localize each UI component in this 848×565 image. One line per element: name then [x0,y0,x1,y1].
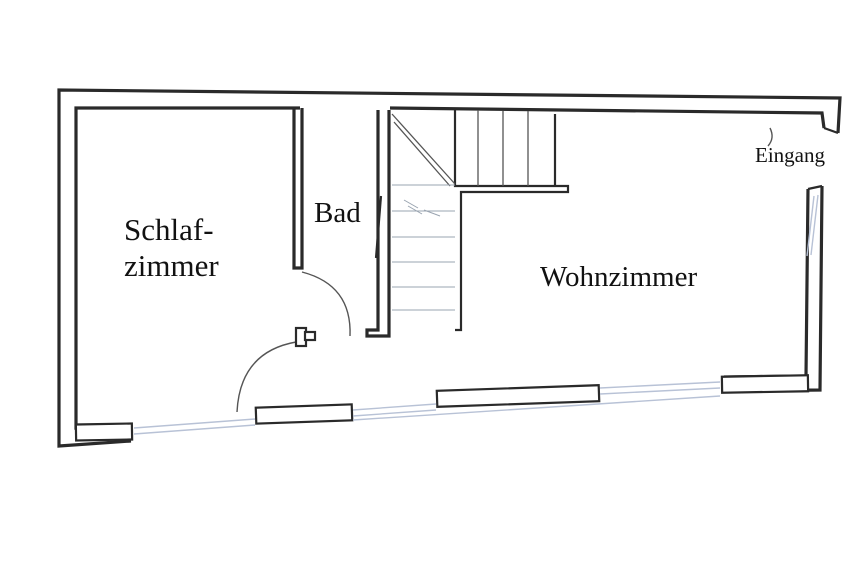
room-label-eingang: Eingang [755,143,825,167]
room-label-schlafzimmer: Schlaf- zimmer [124,212,219,283]
room-label-schlafzimmer-line2: zimmer [124,247,219,283]
room-label-wohnzimmer: Wohnzimmer [540,261,698,293]
interior-walls [292,108,391,338]
entrance-door [767,127,819,257]
fixture [294,326,317,348]
bottom-wall-piers [74,374,810,442]
room-label-schlafzimmer-line1: Schlaf- [124,212,214,247]
windows [133,381,721,435]
floor-edge [352,395,721,421]
door-swings [236,271,351,413]
staircase [391,110,570,332]
room-label-bad: Bad [314,197,361,229]
